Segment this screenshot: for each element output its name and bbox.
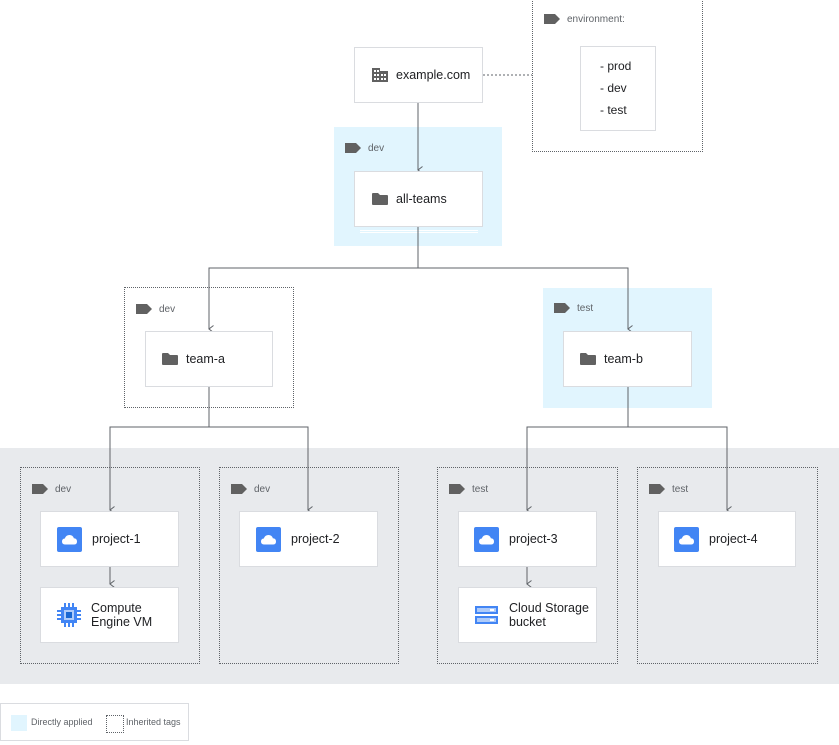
all-teams-tag: dev <box>344 141 384 155</box>
project-1-node[interactable]: project-1 <box>40 511 179 567</box>
tag-icon <box>345 143 361 153</box>
legend-inherited-swatch <box>106 715 124 733</box>
team-a-node[interactable]: team-a <box>145 331 273 387</box>
all-teams-label: all-teams <box>396 192 447 206</box>
storage-bucket-node[interactable]: Cloud Storage bucket <box>458 587 597 643</box>
environment-tag-box: environment: - prod - dev - test <box>532 0 703 152</box>
to-project-2 <box>209 426 313 514</box>
to-team-a <box>208 267 418 333</box>
project-3-tag-value: test <box>472 483 489 495</box>
project-2-tag-area: dev <box>219 467 399 664</box>
folder-icon <box>161 352 179 366</box>
project-3-tag: test <box>448 482 488 496</box>
all-teams-tag-value: dev <box>368 142 385 154</box>
project-2-node[interactable]: project-2 <box>239 511 378 567</box>
project-1-tag: dev <box>31 482 71 496</box>
environment-tag-key: environment: <box>567 13 625 25</box>
environment-value-dev: - dev <box>600 81 627 95</box>
project-4-node[interactable]: project-4 <box>658 511 796 567</box>
tag-icon <box>231 484 247 494</box>
tag-icon <box>32 484 48 494</box>
team-a-tag-value: dev <box>159 303 176 315</box>
project-1-tag-value: dev <box>55 483 72 495</box>
team-b-node[interactable]: team-b <box>563 331 692 387</box>
environment-tag: environment: <box>543 12 625 26</box>
project-2-tag-value: dev <box>254 483 271 495</box>
tag-icon <box>136 304 152 314</box>
folder-icon <box>579 352 597 366</box>
compute-vm-node[interactable]: Compute Engine VM <box>40 587 179 643</box>
project-3-node[interactable]: project-3 <box>458 511 597 567</box>
project-2-label: project-2 <box>291 532 340 546</box>
team-a-label: team-a <box>186 352 225 366</box>
storage-bucket-icon <box>474 604 499 626</box>
org-node[interactable]: example.com <box>354 47 483 103</box>
all-teams-node[interactable]: all-teams <box>354 171 483 227</box>
to-team-b <box>418 267 633 333</box>
cloud-icon <box>57 526 82 552</box>
all-teams-decor-line <box>360 230 478 233</box>
project-4-label: project-4 <box>709 532 758 546</box>
tag-icon <box>649 484 665 494</box>
team-b-tag: test <box>553 301 593 315</box>
cloud-icon <box>674 526 699 552</box>
legend-direct-label: Directly applied <box>31 717 93 727</box>
team-b-label: team-b <box>604 352 643 366</box>
legend-inherited-label: Inherited tags <box>126 717 181 727</box>
cloud-icon <box>474 526 499 552</box>
folder-icon <box>371 192 389 206</box>
to-project-3 <box>526 426 628 514</box>
environment-value-prod: - prod <box>600 59 632 73</box>
building-icon <box>371 67 389 83</box>
tag-icon <box>544 14 560 24</box>
storage-bucket-label: Cloud Storage bucket <box>509 601 589 629</box>
team-a-tag: dev <box>135 302 175 316</box>
cloud-icon <box>256 526 281 552</box>
compute-vm-label: Compute Engine VM <box>91 601 153 629</box>
environment-value-test: - test <box>600 103 627 117</box>
legend: Directly applied Inherited tags <box>0 703 189 741</box>
project-2-tag: dev <box>230 482 270 496</box>
legend-direct-swatch <box>11 715 27 731</box>
to-project-1 <box>109 426 209 514</box>
org-label: example.com <box>396 68 471 82</box>
environment-values: - prod - dev - test <box>580 46 656 131</box>
project-4-tag-value: test <box>672 483 689 495</box>
to-project-4 <box>628 426 732 514</box>
project-4-tag: test <box>648 482 688 496</box>
compute-chip-icon <box>56 602 82 628</box>
tag-icon <box>554 303 570 313</box>
tag-icon <box>449 484 465 494</box>
project-3-label: project-3 <box>509 532 558 546</box>
project-1-label: project-1 <box>92 532 141 546</box>
team-b-tag-value: test <box>577 302 594 314</box>
